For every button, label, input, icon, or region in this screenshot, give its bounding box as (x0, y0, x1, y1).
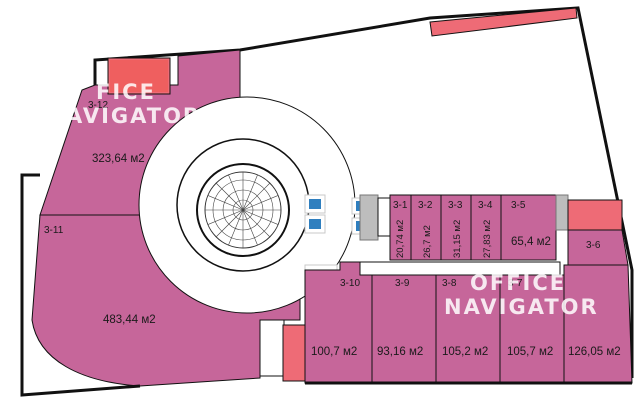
unit-label: 3-2 (418, 200, 433, 211)
unit-area: 27,83 м2 (482, 220, 493, 258)
unit-area: 105,2 м2 (442, 346, 488, 358)
watermark-text: FICE (96, 80, 156, 104)
unit-label: 3-10 (340, 278, 360, 289)
watermark-text: OFFICE (470, 271, 566, 295)
unit-label: 3-3 (448, 200, 463, 211)
unit-area: 31,15 м2 (452, 220, 463, 258)
unit-3-4[interactable] (470, 194, 502, 261)
unit-area: 100,7 м2 (311, 346, 357, 358)
watermark-text: NAVIGATOR (444, 295, 599, 319)
unit-area: 323,64 м2 (92, 153, 145, 165)
unit-label: 3-12 (88, 100, 108, 111)
unit-area: 20,74 м2 (395, 220, 406, 258)
west-wall (20, 173, 141, 397)
unit-label: 3-8 (442, 278, 457, 289)
unit-label: 3-1 (393, 200, 408, 211)
unit-area: 26,7 м2 (422, 225, 433, 258)
stair-core-ne (567, 199, 623, 231)
unit-3-5[interactable] (500, 194, 557, 261)
unit-3-9[interactable] (371, 274, 437, 384)
unit-label: 3-5 (511, 200, 526, 211)
unit-label: 3-11 (44, 225, 64, 236)
unit-area: 483,44 м2 (103, 314, 156, 326)
stair-core-sw (282, 324, 306, 382)
unit-area: 105,7 м2 (507, 346, 553, 358)
unit-area: 93,16 м2 (377, 346, 423, 358)
unit-area: 65,4 м2 (511, 236, 551, 248)
unit-3-7[interactable] (499, 274, 565, 384)
roof-accent (429, 7, 578, 37)
watermark-text: AVIGATOR (66, 104, 201, 128)
unit-label: 3-7 (508, 278, 523, 289)
unit-label: 3-4 (478, 200, 493, 211)
atrium-dome (205, 172, 281, 248)
unit-3-6b[interactable] (563, 264, 633, 384)
building-outline (93, 6, 634, 378)
unit-area: 126,05 м2 (568, 346, 621, 358)
unit-label: 3-6 (586, 240, 601, 251)
unit-label: 3-9 (395, 278, 410, 289)
unit-3-10[interactable] (304, 261, 373, 384)
